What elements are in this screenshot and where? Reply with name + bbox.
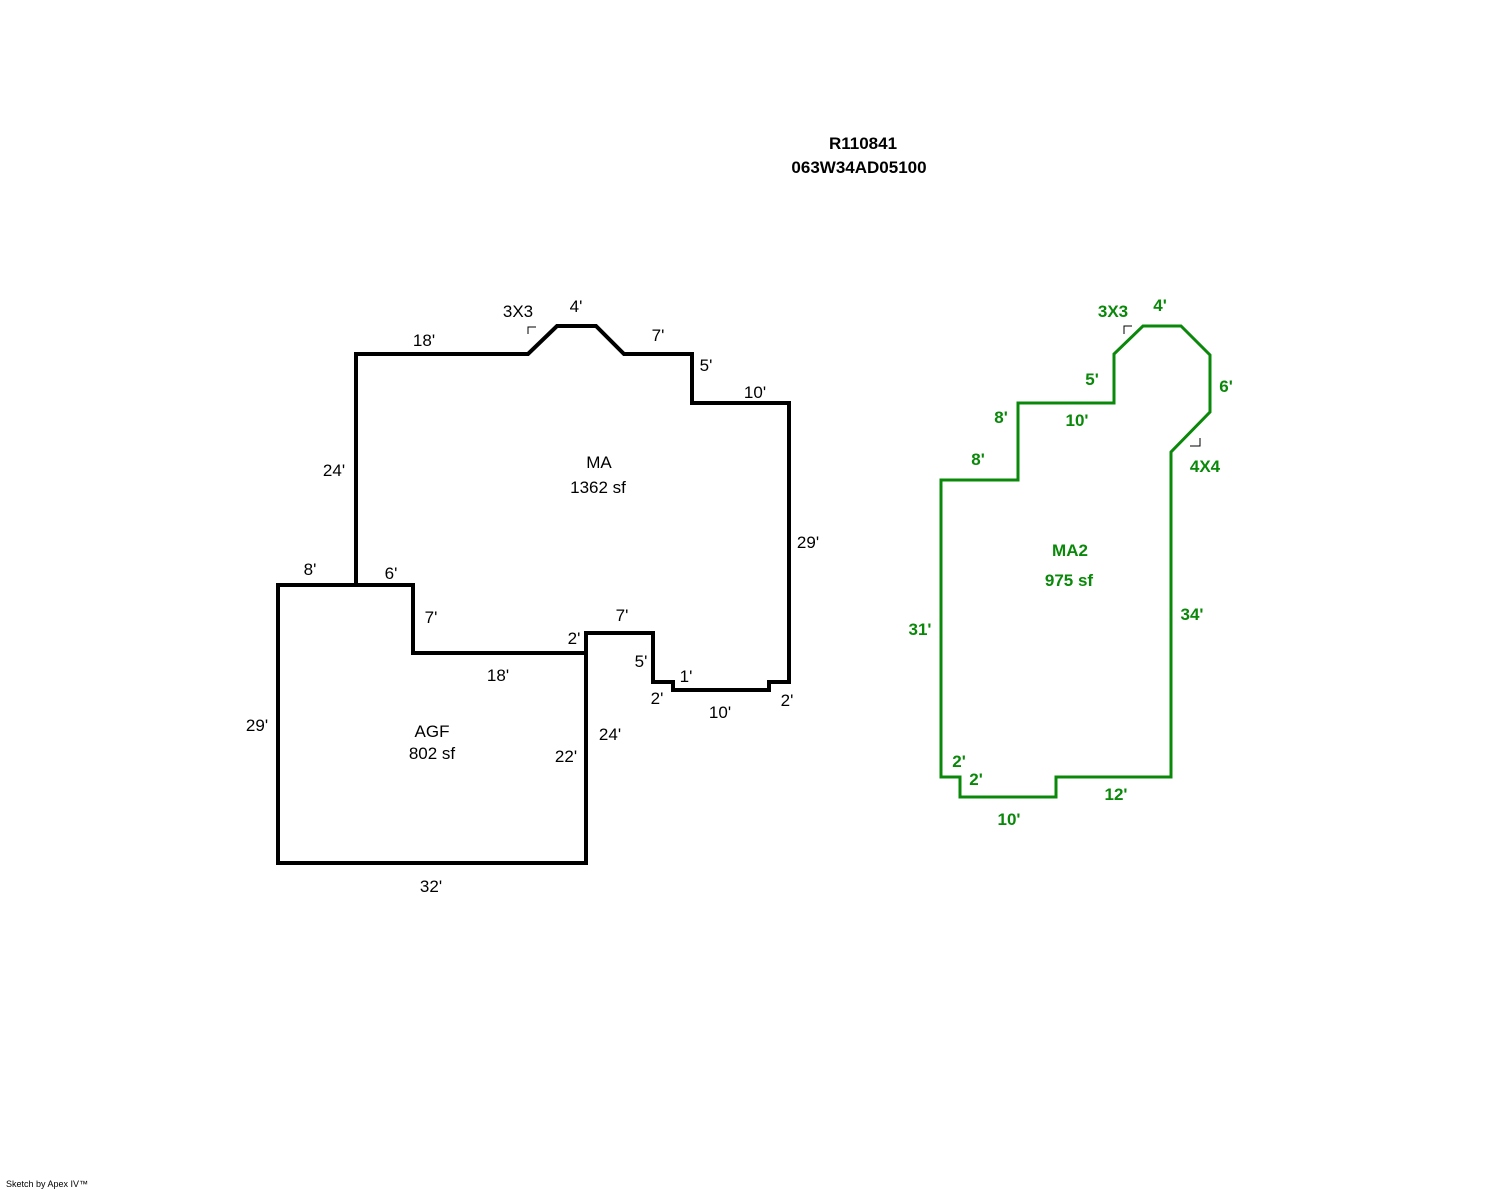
- dim-label: 4X4: [1190, 457, 1221, 476]
- dim-label: 29': [246, 716, 268, 735]
- area-size-ma2: 975 sf: [1045, 571, 1094, 590]
- dim-label: 8': [971, 450, 985, 469]
- dim-label: 18': [487, 666, 509, 685]
- dim-label: 32': [420, 877, 442, 896]
- dim-label: 2': [781, 691, 794, 710]
- dim-label: 34': [1181, 605, 1204, 624]
- parcel-id: R110841: [829, 134, 897, 153]
- corner-marker-3x3: [1123, 325, 1132, 334]
- dim-label: 10': [744, 383, 766, 402]
- area-size-agf: 802 sf: [409, 744, 456, 763]
- dim-label: 2': [969, 770, 983, 789]
- corner-marker-3x3: [527, 326, 536, 334]
- dim-label: 24': [599, 725, 621, 744]
- area-label-agf: AGF: [415, 722, 450, 741]
- map-tax-lot: 063W34AD05100: [791, 158, 926, 177]
- dim-label: 3X3: [503, 302, 533, 321]
- dim-label: 3X3: [1098, 302, 1128, 321]
- dim-label: 2': [651, 689, 664, 708]
- dim-label: 7': [652, 326, 665, 345]
- dim-label: 5': [1085, 370, 1099, 389]
- dim-label: 24': [323, 461, 345, 480]
- dim-label: 1': [680, 667, 693, 686]
- dim-label: 12': [1105, 785, 1128, 804]
- dim-label: 29': [797, 533, 819, 552]
- agf-outline: [276, 583, 588, 865]
- dim-label: 6': [1219, 377, 1233, 396]
- dim-label: 18': [413, 331, 435, 350]
- dim-label: 10': [709, 703, 731, 722]
- area-label-ma: MA: [586, 453, 612, 472]
- dim-label: 8': [994, 408, 1008, 427]
- dim-label: 2': [952, 752, 966, 771]
- ma2-dimensions: 3X3 4' 6' 4X4 34' 12' 10' 2' 2' 31' 8' 8…: [909, 296, 1233, 829]
- dim-label: 31': [909, 620, 932, 639]
- dim-label: 4': [570, 297, 583, 316]
- area-size-ma: 1362 sf: [570, 478, 626, 497]
- dim-label: 7': [425, 608, 438, 627]
- ma-dimensions: 18' 3X3 4' 7' 5' 10' 29' 2' 10' 2' 1' 5'…: [246, 297, 819, 896]
- dim-label: 10': [998, 810, 1021, 829]
- dim-label: 5': [635, 652, 648, 671]
- corner-marker-4x4: [1190, 438, 1201, 447]
- dim-label: 10': [1066, 411, 1089, 430]
- ma2-outline: [939, 324, 1212, 799]
- dim-label: 6': [385, 564, 398, 583]
- footer-credit: Sketch by Apex IV™: [6, 1179, 88, 1189]
- dim-label: 8': [304, 560, 317, 579]
- dim-label: 5': [700, 356, 713, 375]
- dim-label: 2': [568, 629, 581, 648]
- dim-label: 7': [616, 606, 629, 625]
- area-label-ma2: MA2: [1052, 541, 1088, 560]
- dim-label: 4': [1153, 296, 1167, 315]
- dim-label: 22': [555, 747, 577, 766]
